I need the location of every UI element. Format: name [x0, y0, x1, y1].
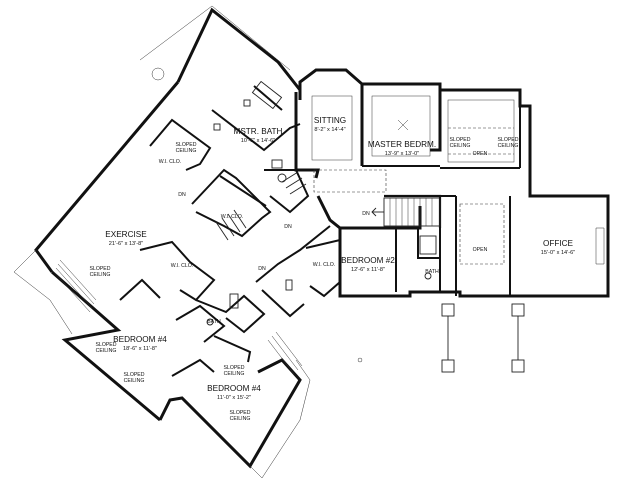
dn-label-4: DN — [362, 211, 370, 217]
fixtures — [206, 80, 437, 326]
room-label-exercise: EXERCISE 21'-6" x 13'-8" — [105, 230, 147, 247]
bath-labels: BATH BATH — [207, 269, 439, 325]
tray-ceilings — [311, 95, 515, 265]
wi-clo-label-1: W.I. CLO. — [159, 159, 181, 165]
exterior-walls — [34, 7, 610, 469]
wi-clo-label-4: W.I. CLO. — [313, 262, 335, 268]
master-bedrm-dims: 13'-9" x 13'-0" — [385, 151, 419, 157]
sloped-ceiling-hatching — [53, 227, 605, 375]
room-label-bedroom-2: BEDROOM #2 12'-6" x 11'-8" — [341, 256, 395, 273]
office-name: OFFICE — [543, 239, 574, 248]
ceiling-label-4: CEILING — [90, 272, 111, 278]
sloped-label-4: SLOPED — [89, 266, 110, 272]
room-label-bedroom-4-bottom: BEDROOM #4 11'-0" x 15'-2" — [207, 384, 261, 401]
bath-label-1: BATH — [207, 319, 221, 325]
sloped-label-6: SLOPED — [123, 372, 144, 378]
room-label-sitting: SITTING 8'-2" x 14'-4" — [314, 116, 346, 133]
sitting-dims: 8'-2" x 14'-4" — [314, 127, 345, 133]
ceiling-label-3: CEILING — [498, 143, 519, 149]
closet-labels: W.I. CLO. W.I. CLO. W.I. CLO. W.I. CLO. — [159, 159, 335, 269]
ceiling-label-5: CEILING — [96, 348, 117, 354]
ceiling-label-6: CEILING — [124, 378, 145, 384]
open-label-2: OPEN — [473, 247, 488, 253]
sloped-label-1: SLOPED — [175, 142, 196, 148]
dn-label-2: DN — [284, 224, 292, 230]
wi-clo-label-2: W.I. CLO. — [221, 214, 243, 220]
bedroom-4-bottom-name: BEDROOM #4 — [207, 384, 261, 393]
interior-walls — [119, 85, 521, 377]
room-label-bedroom-4-left: BEDROOM #4 18'-6" x 11'-8" — [113, 335, 167, 352]
bedroom-2-dims: 12'-6" x 11'-8" — [351, 267, 385, 273]
sloped-label-8: SLOPED — [229, 410, 250, 416]
exercise-dims: 21'-6" x 13'-8" — [109, 241, 143, 247]
dn-label-1: DN — [178, 192, 186, 198]
wi-clo-label-3: W.I. CLO. — [171, 263, 193, 269]
bedroom-4-bottom-dims: 11'-0" x 15'-2" — [217, 395, 251, 401]
bedroom-4-left-dims: 18'-6" x 11'-8" — [123, 346, 157, 352]
open-labels: OPEN OPEN — [473, 151, 488, 253]
room-label-office: OFFICE 15'-0" x 14'-6" — [541, 239, 575, 256]
sloped-label-3: SLOPED — [497, 137, 518, 143]
ceiling-label-8: CEILING — [230, 416, 251, 422]
bedroom-4-left-name: BEDROOM #4 — [113, 335, 167, 344]
open-label-1: OPEN — [473, 151, 488, 157]
sloped-label-7: SLOPED — [223, 365, 244, 371]
sitting-name: SITTING — [314, 116, 346, 125]
mstr-bath-dims: 10'-6" x 14'-6" — [241, 138, 275, 144]
porch-columns — [441, 303, 525, 373]
dn-label-3: DN — [258, 266, 266, 272]
stairs — [215, 171, 441, 241]
sloped-label-5: SLOPED — [95, 342, 116, 348]
ceiling-label-7: CEILING — [224, 371, 245, 377]
sloped-ceiling-labels: SLOPED CEILING SLOPED CEILING SLOPED CEI… — [89, 137, 518, 422]
room-label-mstr-bath: MSTR. BATH 10'-6" x 14'-6" — [234, 127, 283, 144]
bedroom-2-name: BEDROOM #2 — [341, 256, 395, 265]
roof-overhangs — [13, 5, 363, 479]
stair-down-labels: DN DN DN DN — [178, 192, 370, 272]
office-dims: 15'-0" x 14'-6" — [541, 250, 575, 256]
ceiling-label-1: CEILING — [176, 148, 197, 154]
exercise-name: EXERCISE — [105, 230, 147, 239]
sloped-label-2: SLOPED — [449, 137, 470, 143]
master-bedrm-name: MASTER BEDRM. — [368, 140, 436, 149]
bath-label-2: BATH — [425, 269, 439, 275]
room-label-master-bedrm: MASTER BEDRM. 13'-9" x 13'-0" — [368, 140, 436, 157]
mstr-bath-name: MSTR. BATH — [234, 127, 283, 136]
ceiling-label-2: CEILING — [450, 143, 471, 149]
